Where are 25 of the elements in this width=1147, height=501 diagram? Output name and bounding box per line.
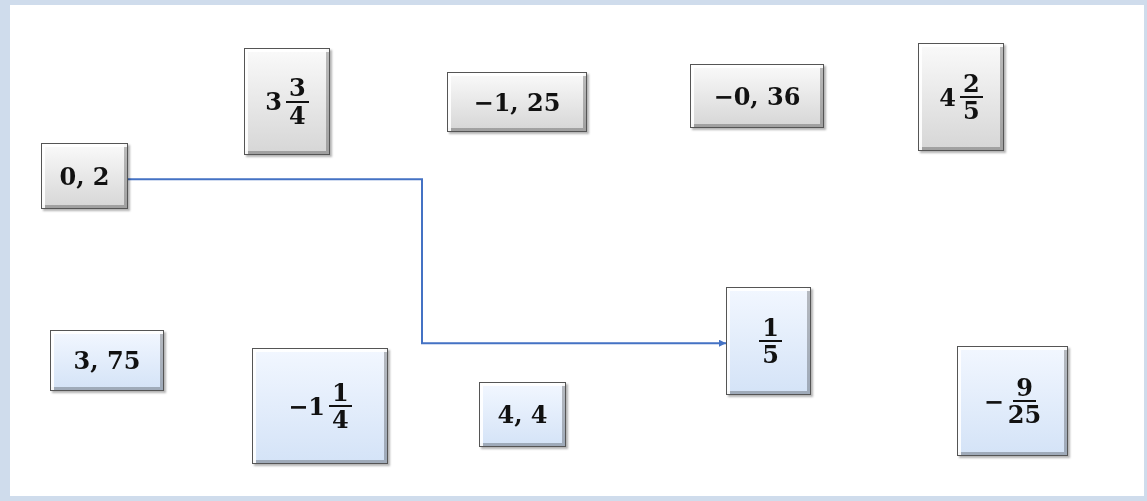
denominator: 5 bbox=[762, 342, 779, 368]
number-box: 0, 2 bbox=[41, 143, 128, 209]
denominator: 4 bbox=[332, 407, 349, 433]
number-box: −1, 25 bbox=[447, 72, 587, 132]
denominator: 5 bbox=[963, 98, 980, 124]
number-box bbox=[726, 287, 811, 395]
denominator: 4 bbox=[289, 102, 306, 128]
number-box: 3, 75 bbox=[50, 330, 164, 391]
whole-number: −1 bbox=[288, 391, 326, 421]
number-box bbox=[918, 43, 1004, 151]
number-box: −0, 36 bbox=[690, 64, 824, 128]
whole-number: − bbox=[983, 386, 1004, 416]
number-box bbox=[957, 346, 1068, 456]
arrow bbox=[127, 178, 727, 347]
number-box bbox=[244, 48, 330, 155]
numerator: 3 bbox=[286, 75, 309, 103]
whole-number: 4 bbox=[939, 82, 956, 112]
numerator: 2 bbox=[960, 70, 983, 98]
denominator: 25 bbox=[1007, 402, 1042, 428]
numerator: 1 bbox=[329, 379, 352, 407]
numerator: 9 bbox=[1013, 374, 1036, 402]
numerator: 1 bbox=[759, 314, 782, 342]
number-box bbox=[252, 348, 388, 464]
whole-number: 3 bbox=[265, 87, 282, 116]
number-box: 4, 4 bbox=[479, 382, 566, 447]
